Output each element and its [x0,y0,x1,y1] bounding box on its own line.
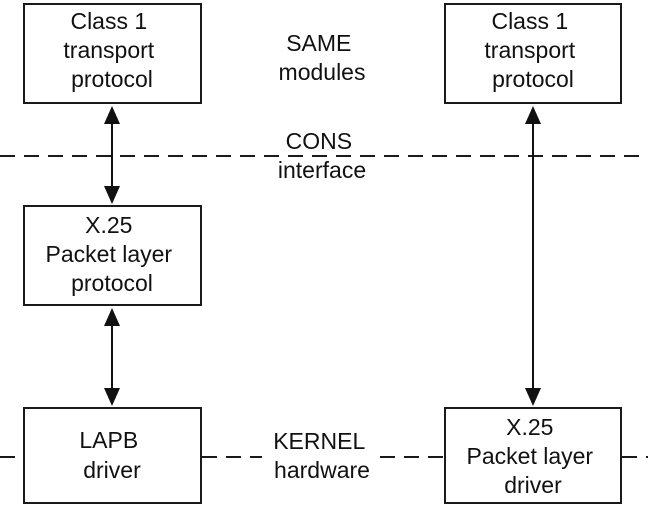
packet-layer-driver-label: X.25 Packet layer driver [467,414,600,498]
arrowhead-up-icon [104,308,120,326]
cons-interface-label: CONS interface [278,128,366,183]
double-arrow-transport-to-packet [104,106,120,204]
arrowhead-down-icon [104,388,120,406]
arrowhead-down-icon [104,186,120,204]
arrowhead-up-icon [525,106,541,124]
transport-protocol-label-left: Class 1 transport protocol [63,8,160,92]
packet-layer-protocol-label: X.25 Packet layer protocol [46,212,179,296]
kernel-hardware-label: KERNEL hardware [273,428,371,483]
same-modules-label: SAME modules [279,30,366,85]
double-arrow-transport-to-driver [525,106,541,406]
double-arrow-packet-to-lapb [104,308,120,406]
lapb-driver-label: LAPB driver [79,427,144,483]
transport-protocol-label-right: Class 1 transport protocol [484,8,581,92]
transport-protocol-box-right [444,3,622,104]
transport-protocol-box-left [23,3,202,104]
arrowhead-up-icon [104,106,120,124]
lapb-driver-box [23,407,202,504]
packet-layer-protocol-box [23,205,202,306]
packet-layer-driver-box [444,407,622,504]
arrowhead-down-icon [525,388,541,406]
